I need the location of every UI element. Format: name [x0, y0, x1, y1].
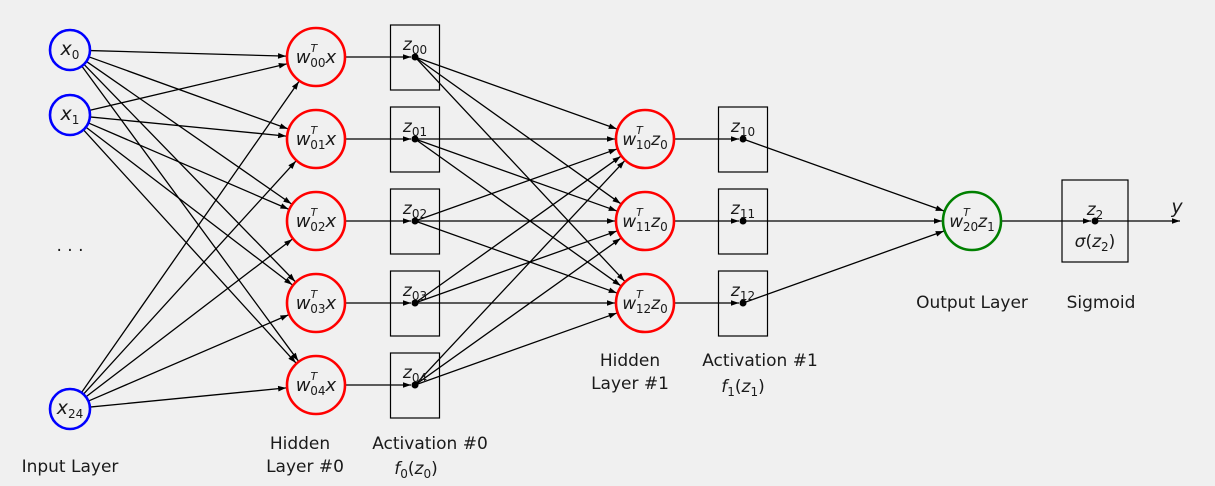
edge-input-1-to-hidden0-3 [85, 126, 293, 286]
edges [80, 49, 1180, 408]
activation0-box-1: z01 [389, 106, 441, 173]
hidden-layer-1-label-line1: Hidden [600, 351, 660, 371]
activation-boxes: z00 z01 z02 z03 z04 z10 z11 z12 z2 σ(z2) y [389, 24, 1183, 419]
edge-activation0-4-to-hidden1-1 [417, 237, 621, 384]
edge-input-2-to-hidden0-0 [80, 81, 300, 393]
input-node-0: x0 [48, 28, 92, 72]
activation-dot [411, 299, 419, 307]
activation0-box-0: z00 [389, 24, 441, 91]
activation-variable: z00 [402, 35, 427, 57]
sigmoid-label: Sigmoid [1067, 293, 1136, 313]
edge-activation0-3-to-hidden1-0 [417, 155, 621, 302]
activation-dot [739, 217, 747, 225]
layer-labels: Input Layer · · · Hidden Layer #0 Activa… [22, 241, 1136, 481]
edge-activation0-0-to-hidden1-2 [416, 58, 625, 282]
activation-1-label: Activation #1 [702, 351, 818, 371]
edge-input-2-to-hidden0-3 [88, 314, 289, 402]
edge-input-0-to-hidden0-3 [83, 63, 296, 282]
activation0-box-2: z02 [389, 188, 441, 255]
edge-activation0-2-to-hidden1-2 [417, 221, 617, 294]
edge-activation0-2-to-hidden1-0 [417, 148, 617, 221]
edge-activation0-1-to-hidden1-2 [417, 140, 621, 287]
edge-input-2-to-hidden0-1 [82, 160, 297, 395]
edge-input-0-to-hidden0-4 [81, 65, 299, 362]
activation-0-function: f0(z0) [394, 459, 438, 481]
edge-input-1-to-hidden0-1 [89, 116, 287, 139]
sigmoid-function: σ(z2) [1075, 232, 1116, 254]
output-y-label: y [1170, 196, 1183, 218]
activation-dot [411, 381, 419, 389]
input-node-label: x1 [60, 103, 80, 127]
edge-input-1-to-hidden0-2 [88, 122, 289, 210]
activation-variable: z02 [402, 199, 427, 221]
activation1-box-1: z11 [717, 188, 769, 255]
activation0-box-4: z04 [389, 352, 441, 419]
sigmoid-variable: z2 [1086, 200, 1104, 222]
edge-activation0-1-to-hidden1-1 [417, 139, 617, 212]
activation1-box-2: z12 [717, 270, 769, 337]
input-layer-label: Input Layer [22, 457, 119, 477]
edge-activation0-0-to-hidden1-1 [417, 58, 621, 205]
activation-variable: z03 [402, 281, 427, 303]
edge-activation1-0-to-output [745, 139, 944, 212]
activation-variable: z01 [402, 117, 427, 139]
activation-dot [739, 135, 747, 143]
edge-input-1-to-hidden0-4 [82, 129, 297, 364]
edge-input-2-to-hidden0-4 [89, 385, 287, 408]
edge-input-1-to-hidden0-0 [89, 62, 287, 112]
hidden-layer-0-label-line2: Layer #0 [266, 457, 344, 477]
hidden-layer-0-label-line1: Hidden [270, 434, 330, 454]
activation-1-function: f1(z1) [721, 377, 765, 399]
activation-dot [411, 217, 419, 225]
activation0-box-3: z03 [389, 270, 441, 337]
edge-activation0-4-to-hidden1-2 [417, 312, 617, 385]
activation-variable: z11 [730, 199, 755, 221]
activation-variable: z10 [730, 117, 755, 139]
output-layer-label: Output Layer [916, 293, 1028, 313]
activation-variable: z04 [402, 363, 427, 385]
sigmoid-box: z2 σ(z2) [1061, 179, 1129, 263]
edge-activation0-3-to-hidden1-1 [417, 230, 617, 303]
input-node-2: x24 [48, 387, 92, 431]
activation-variable: z12 [730, 281, 755, 303]
input-node-label: x24 [56, 397, 84, 421]
input-node-1: x1 [48, 93, 92, 137]
activation1-box-0: z10 [717, 106, 769, 173]
activation-dot [411, 53, 419, 61]
input-ellipsis: · · · [56, 241, 83, 261]
activation-0-label: Activation #0 [372, 434, 488, 454]
edge-activation0-4-to-hidden1-0 [416, 160, 625, 384]
activation-dot [411, 135, 419, 143]
edge-input-0-to-hidden0-1 [88, 56, 289, 130]
edge-input-0-to-hidden0-2 [86, 60, 292, 205]
edge-activation0-0-to-hidden1-0 [417, 57, 617, 130]
edge-input-2-to-hidden0-2 [85, 238, 293, 398]
edge-input-0-to-hidden0-0 [89, 49, 287, 59]
input-node-label: x0 [60, 38, 80, 62]
edge-activation1-2-to-output [745, 230, 944, 303]
sigmoid-dot [1091, 217, 1099, 225]
hidden-layer-1-label-line2: Layer #1 [591, 374, 669, 394]
activation-dot [739, 299, 747, 307]
